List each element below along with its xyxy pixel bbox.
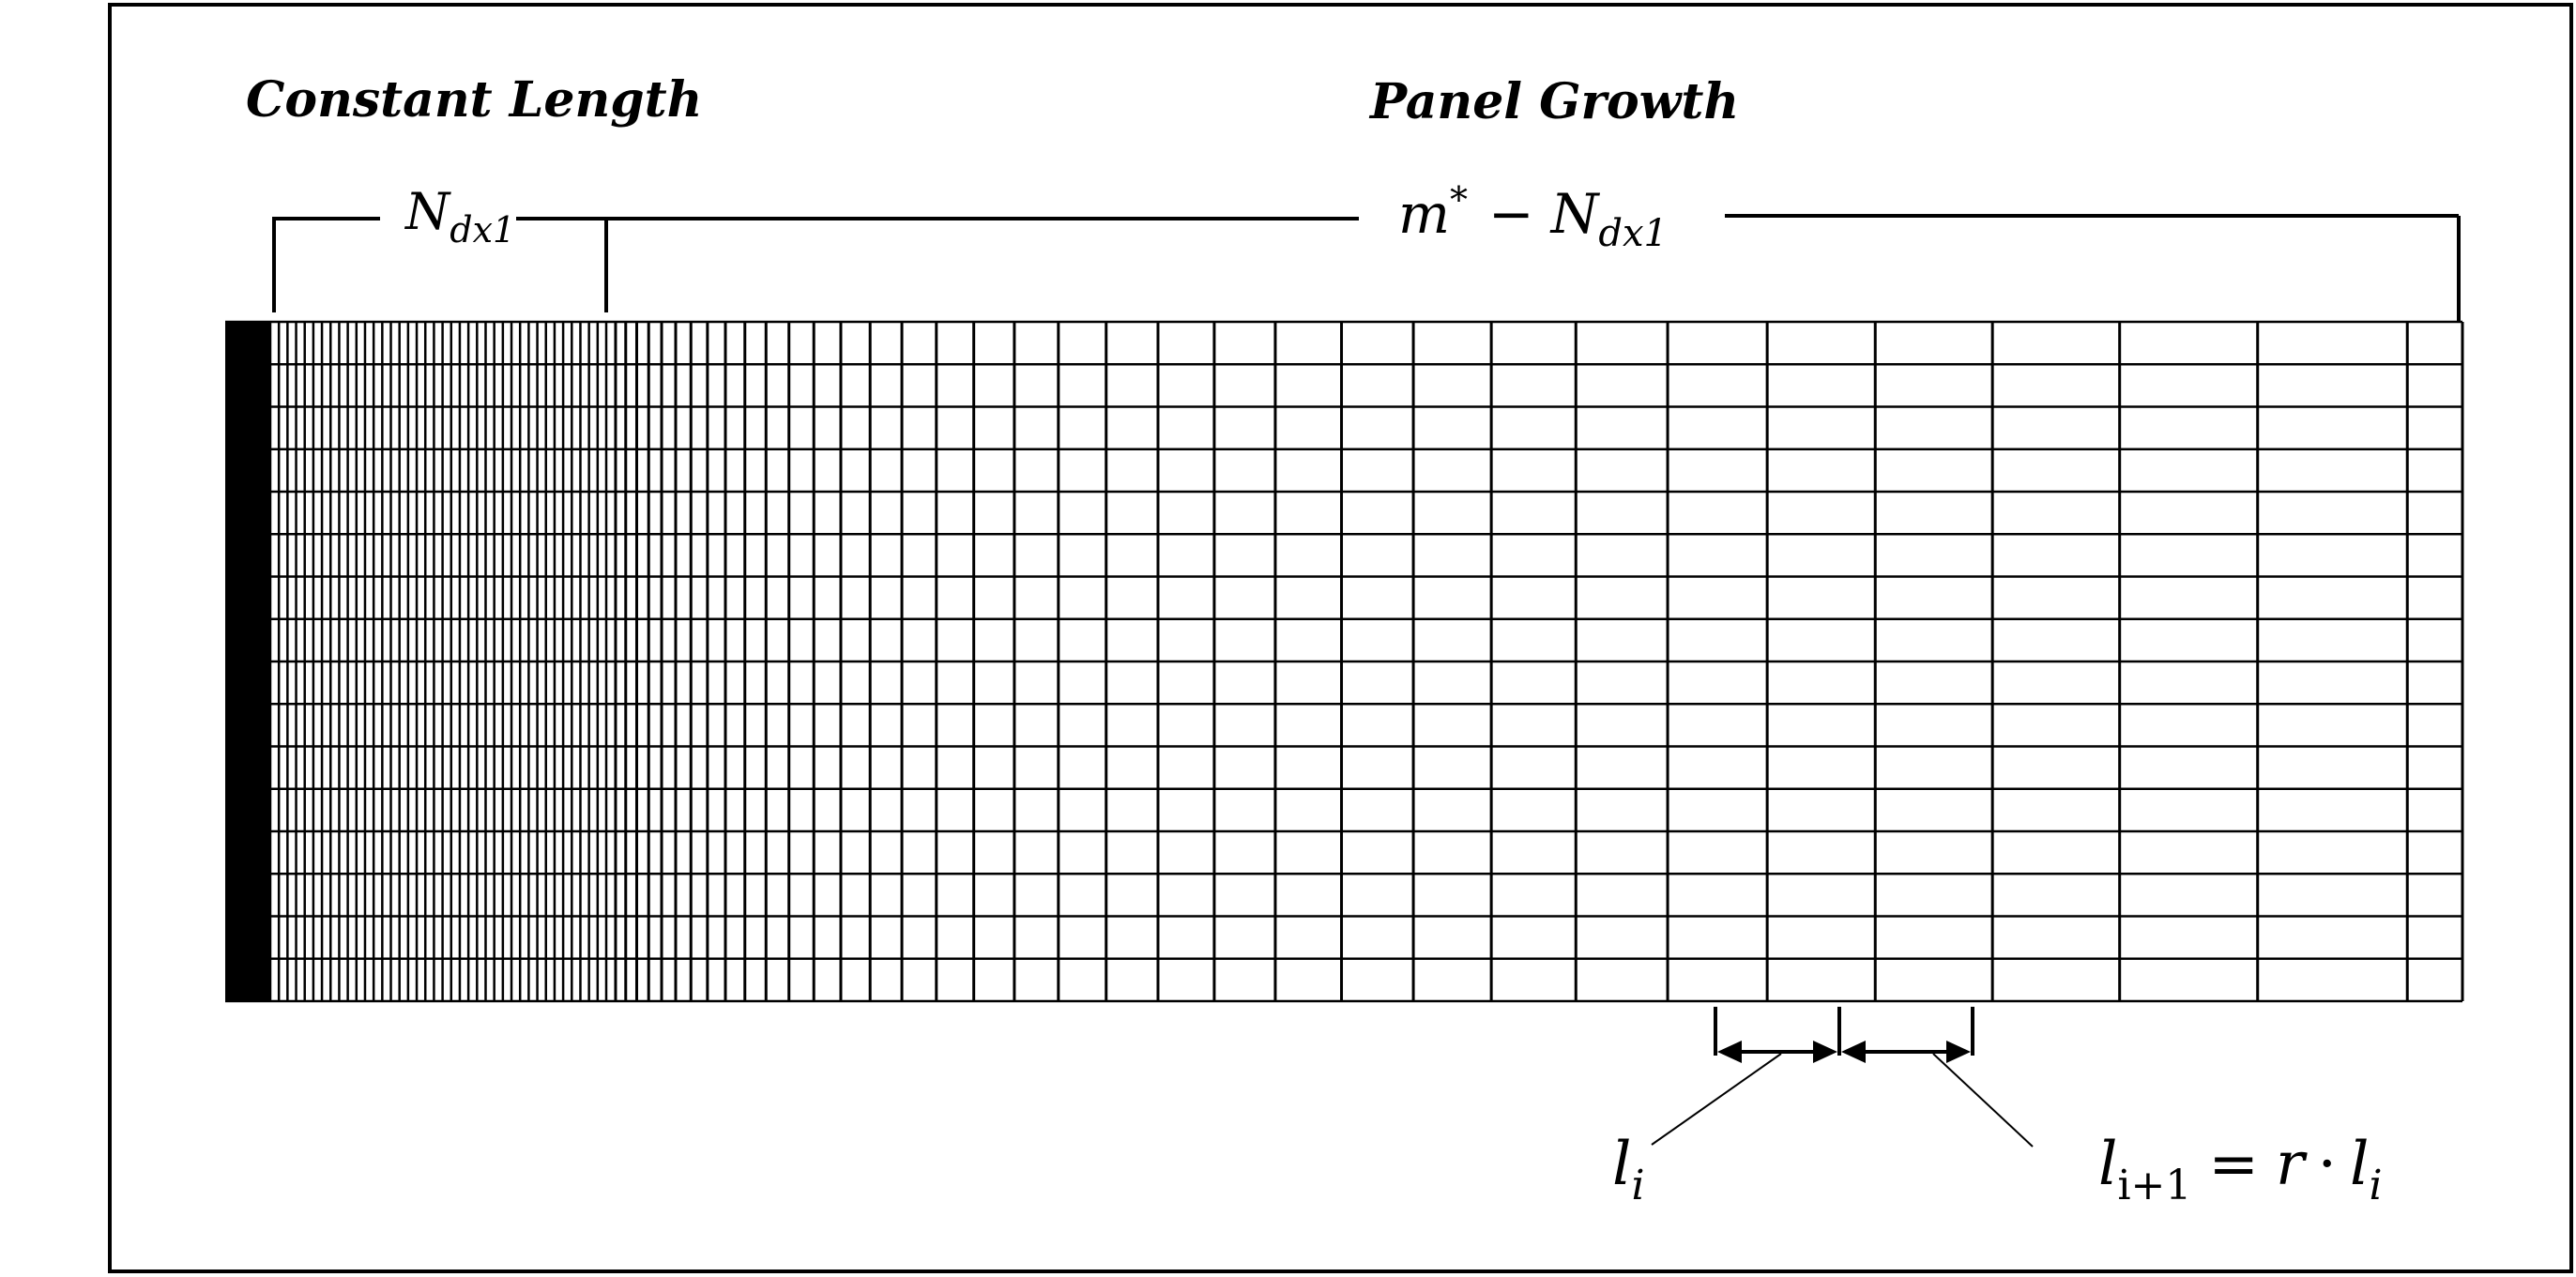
i-subscript: i bbox=[1631, 1162, 1644, 1209]
i-plus-1-subscript: i+1 bbox=[2117, 1162, 2191, 1209]
mesh-grid bbox=[225, 320, 2464, 1003]
l-symbol-rhs: l bbox=[2350, 1130, 2369, 1199]
constant-length-label: Constant Length bbox=[246, 71, 702, 129]
panel-length-dimensions bbox=[1714, 1007, 1974, 1056]
m-symbol: m bbox=[1398, 182, 1450, 246]
dx1-subscript: dx1 bbox=[450, 209, 515, 251]
li-arrowhead-right bbox=[1813, 1041, 1837, 1063]
i-subscript-rhs: i bbox=[2369, 1162, 2382, 1209]
li-leader-line bbox=[1651, 1053, 1782, 1146]
leader-lines bbox=[1651, 1053, 2034, 1148]
li1-arrowhead-right bbox=[1946, 1041, 1971, 1063]
panel-growth-bracket bbox=[606, 214, 2461, 322]
n-symbol: N bbox=[404, 182, 451, 241]
equals-sign: = bbox=[2208, 1130, 2259, 1199]
l-symbol-lhs: l bbox=[2098, 1130, 2117, 1199]
n-symbol-2: N bbox=[1549, 182, 1601, 246]
li1-leader-line bbox=[1932, 1053, 2034, 1148]
constant-bracket-left bbox=[272, 217, 380, 312]
dimension-arrowheads bbox=[1717, 1041, 1971, 1063]
multiply-dot: · bbox=[2318, 1130, 2337, 1199]
l-symbol: l bbox=[1612, 1130, 1631, 1199]
li-annotation: li bbox=[1612, 1130, 1645, 1209]
li-arrowhead-left bbox=[1717, 1041, 1742, 1063]
r-ratio-symbol: r bbox=[2276, 1130, 2308, 1199]
growth-formula-annotation: li+1=r·li bbox=[2098, 1130, 2383, 1209]
figure-frame bbox=[108, 3, 2573, 1273]
growth-bracket-label: m*−Ndx1 bbox=[1398, 179, 1668, 255]
li1-arrowhead-left bbox=[1841, 1041, 1866, 1063]
dx1-subscript-2: dx1 bbox=[1598, 212, 1668, 255]
star-superscript: * bbox=[1450, 179, 1468, 220]
constant-length-bracket bbox=[272, 217, 608, 312]
minus-operator: − bbox=[1488, 182, 1534, 246]
constant-bracket-label: Ndx1 bbox=[404, 182, 515, 251]
panel-growth-label: Panel Growth bbox=[1368, 73, 1739, 130]
